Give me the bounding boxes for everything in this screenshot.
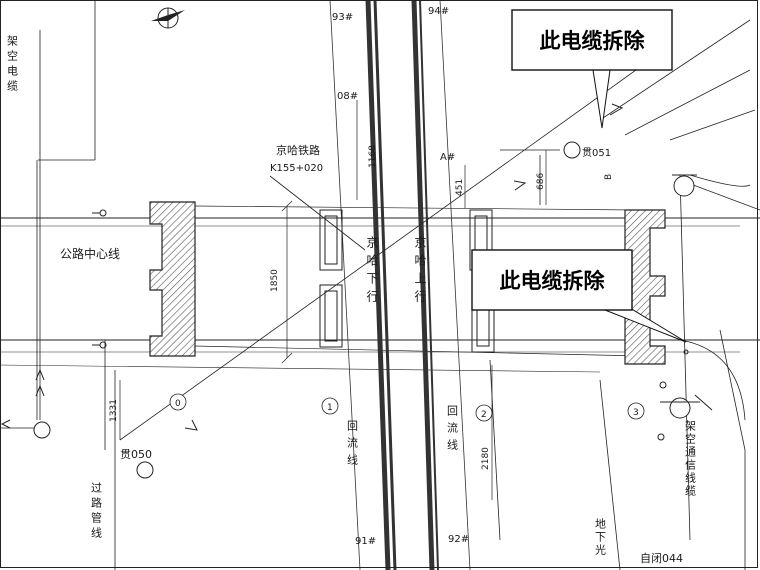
label-return-line-1: 回流线 — [346, 420, 359, 471]
label-pole-93: 93# — [332, 12, 353, 23]
north-arrow-icon — [151, 7, 185, 29]
callout-top-text: 此电缆拆除 — [540, 29, 646, 53]
cable-arrows — [0, 103, 624, 431]
label-circle-3: 3 — [633, 408, 639, 418]
label-pole-92: 92# — [448, 534, 469, 545]
label-crossing-pipe: 过路管线 — [90, 482, 103, 542]
dimension-lines — [119, 100, 547, 500]
numbered-circles — [169, 393, 645, 422]
labels: 架空电缆 公路中心线 京哈铁路 K155+020 京哈下行 京哈上行 回流线 回… — [6, 6, 697, 565]
label-road-center: 公路中心线 — [60, 246, 120, 261]
label-self-closed: 自闭044 — [640, 552, 683, 565]
label-return-line-2: 回流线 — [446, 405, 459, 456]
label-jingha-down: 京哈下行 — [365, 236, 379, 308]
bridge-abutment-left — [149, 201, 196, 357]
label-mileage: K155+020 — [270, 163, 323, 174]
poles — [33, 141, 695, 479]
label-dim-1331: 1331 — [109, 399, 119, 422]
label-overhead-comm: 架空通信线缆 — [684, 420, 697, 498]
piers — [319, 209, 495, 353]
railway-tracks — [329, 0, 471, 570]
label-pole-08: 08# — [337, 91, 358, 102]
label-circle-2: 2 — [481, 410, 487, 420]
callout-mid-text: 此电缆拆除 — [500, 269, 606, 293]
label-underground-fiber: 地下光 — [594, 518, 607, 557]
callout-mid: 此电缆拆除 — [471, 249, 687, 343]
label-tong-050: 贯050 — [120, 448, 152, 461]
label-dim-2180: 2180 — [481, 447, 491, 470]
callout-top: 此电缆拆除 — [511, 9, 673, 129]
label-mark-B: B — [604, 174, 614, 180]
label-dim-686: 686 — [536, 173, 546, 190]
label-dim-1168: 1168 — [368, 145, 378, 168]
label-railway: 京哈铁路 — [276, 143, 320, 157]
label-tong-051: 贯051 — [582, 147, 611, 159]
label-dim-451: 451 — [455, 179, 465, 196]
label-pole-A: A# — [440, 152, 455, 163]
bridge-abutment-right — [624, 209, 666, 365]
label-pole-94: 94# — [428, 6, 449, 17]
label-dim-1850: 1850 — [270, 269, 280, 292]
label-circle-0: 0 — [175, 399, 181, 409]
label-circle-1: 1 — [327, 403, 333, 413]
label-jingha-up: 京哈上行 — [413, 236, 427, 308]
label-overhead-power: 架空电缆 — [6, 35, 19, 95]
label-pole-91: 91# — [355, 536, 376, 547]
small-markers — [92, 174, 713, 441]
